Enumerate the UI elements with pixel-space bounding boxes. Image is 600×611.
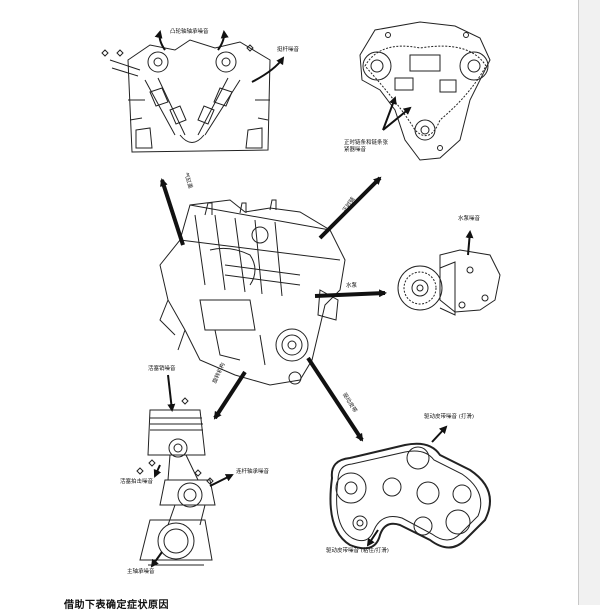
water-pump-illustration	[397, 249, 501, 316]
piston-rod-arrows	[150, 374, 234, 568]
side-strip	[579, 0, 600, 605]
water-pump-arrow	[465, 230, 474, 256]
engine-block-illustration	[159, 199, 346, 386]
timing-chain-illustration	[359, 21, 491, 161]
label-timing-chain-tensioner-noise: 正时链条和链条张紧器噪音	[344, 140, 389, 153]
drive-belt-arrows	[366, 425, 448, 547]
section-title: 借助下表确定症状原因	[64, 600, 169, 611]
label-drive-belt-noise-stick-slip: 驱动皮带噪音 (打滑)	[424, 414, 475, 420]
label-piston-pin-noise: 活塞销噪音	[148, 366, 176, 372]
label-drive-belt-noise-squeak: 驱动皮带噪音 (粘住/打滑)	[326, 548, 389, 554]
label-valve-noise: 挺杆噪音	[277, 47, 300, 53]
drive-belt-illustration	[329, 442, 491, 550]
label-camshaft-bearing-noise: 凸轮轴轴承噪音	[170, 29, 209, 35]
cylinder-head-arrows	[154, 30, 285, 83]
timing-chain-arrows	[382, 96, 412, 131]
component-pointer-arrows	[160, 176, 387, 442]
label-main-bearing-noise: 主轴承噪音	[127, 569, 155, 575]
label-water-pump: 水泵	[346, 283, 358, 289]
label-connecting-rod-bearing-noise: 连杆轴承噪音	[236, 469, 270, 475]
label-piston-slap-noise: 活塞拍击噪音	[120, 479, 154, 485]
label-water-pump-noise: 水泵噪音	[458, 216, 481, 222]
manual-page	[0, 0, 578, 605]
page-edge	[578, 0, 579, 605]
cylinder-head-illustration	[101, 39, 271, 153]
